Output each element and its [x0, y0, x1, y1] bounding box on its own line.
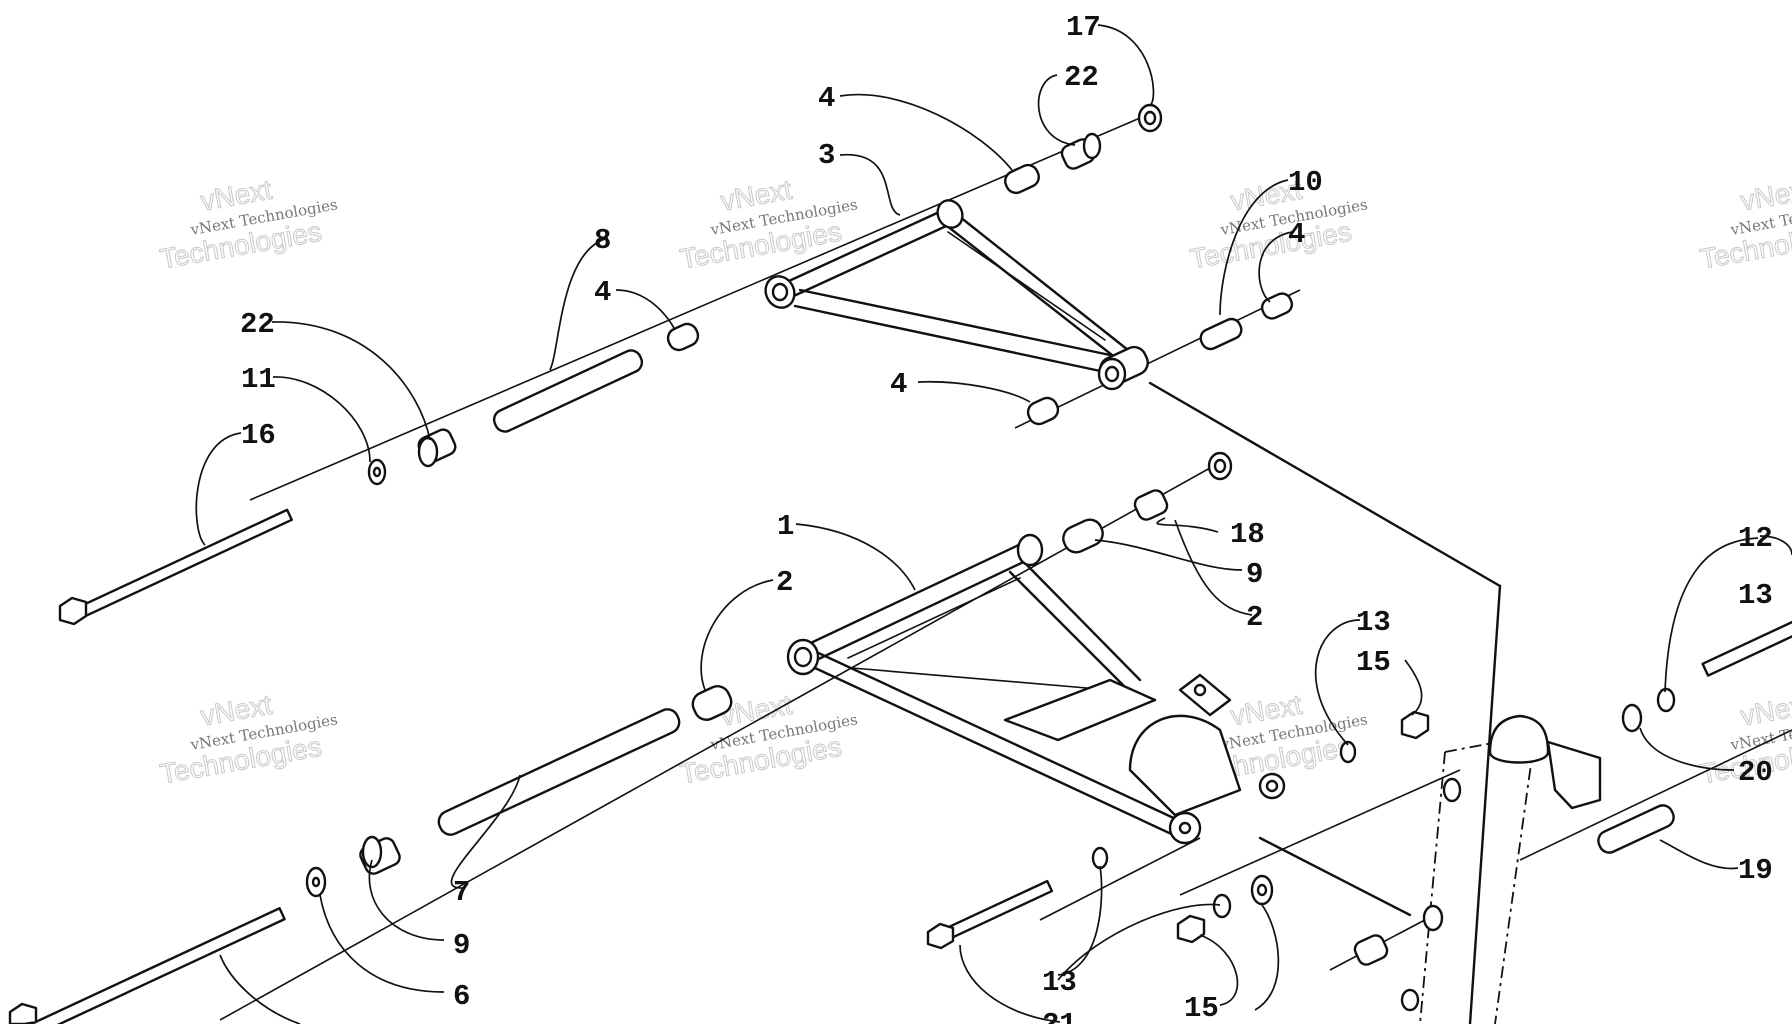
callout-15-mid: 15 [1356, 646, 1391, 679]
callout-labels: 17 22 4 3 10 4 8 4 4 22 11 16 1 2 18 9 2… [240, 11, 1773, 1024]
upper-right-axis [1014, 289, 1301, 429]
bolt-16-head [58, 596, 88, 626]
callout-3: 3 [818, 139, 835, 172]
callout-6: 6 [453, 980, 470, 1013]
lockwasher-13-lower [1091, 846, 1109, 870]
bushing-4-left [666, 322, 700, 352]
lower-right-axis [1179, 769, 1461, 896]
shock-line-b [1468, 584, 1502, 1024]
callout-10: 10 [1288, 166, 1323, 199]
callout-11: 11 [241, 363, 276, 396]
bolt-16-shank [77, 508, 293, 619]
callout-8: 8 [594, 224, 611, 257]
watermark-1: vNext vNext Technologies Technologies [157, 173, 339, 275]
lower-hardware [8, 451, 1430, 1024]
callout-7: 7 [453, 876, 470, 909]
callout-9-left: 9 [453, 929, 470, 962]
nut-15-right [1400, 710, 1430, 740]
callout-16: 16 [241, 419, 276, 452]
callout-15-lower: 15 [1184, 992, 1219, 1024]
callout-9-right: 9 [1246, 558, 1263, 591]
spindle-axis [1519, 729, 1792, 861]
watermark-text: vNext [1738, 174, 1792, 217]
callout-17: 17 [1066, 11, 1101, 44]
lower-a-arm [786, 533, 1286, 845]
shock-line-c [1258, 836, 1412, 917]
callout-2-left: 2 [776, 566, 793, 599]
callout-18: 18 [1230, 518, 1265, 551]
bolt-long-shank [29, 907, 286, 1024]
assembly-axes [219, 117, 1792, 1024]
callout-4-left: 4 [594, 276, 611, 309]
nut-15-lower [1176, 914, 1206, 944]
stud-12 [1701, 616, 1792, 677]
watermark-2: vNext vNext Technologies Technologies [677, 173, 859, 275]
callout-13-mid: 13 [1356, 606, 1391, 639]
callout-4-lower: 4 [890, 368, 907, 401]
callout-21: 21 [1042, 1008, 1077, 1024]
watermark-5: vNext vNext Technologies Technologies [157, 688, 339, 790]
callout-13-right: 13 [1738, 579, 1773, 612]
bushing-4-upper-a [1004, 163, 1040, 195]
bolt-21-head [926, 922, 955, 950]
watermark-3: vNext vNext Technologies Technologies [1187, 173, 1369, 275]
leader-lines [195, 24, 1792, 1024]
callout-19: 19 [1738, 854, 1773, 887]
lower-bolt-axis [1039, 837, 1201, 921]
washer-flange-9-right [1133, 489, 1169, 521]
callout-22-upper: 22 [1064, 61, 1099, 94]
callout-4-right: 4 [1288, 218, 1305, 251]
bolt-21-shank [937, 879, 1054, 943]
washer-13-mid [1212, 893, 1232, 919]
watermark-4: vNext vNext Technologies Technologies [1697, 173, 1792, 275]
sleeve-19 [1597, 804, 1675, 854]
upper-axis [249, 117, 1141, 501]
washer-13-far-right [1656, 687, 1676, 713]
washer-flange-bottom [1353, 934, 1389, 966]
bushing-2-left [691, 685, 733, 721]
watermark-text: vNext [1738, 689, 1792, 732]
bolt-long-head [8, 1002, 38, 1024]
upper-hardware [58, 103, 1294, 626]
bushing-4-lower [1026, 396, 1060, 426]
watermark-group: vNext vNext Technologies Technologies vN… [157, 173, 1792, 790]
callout-12: 12 [1738, 522, 1773, 555]
sleeve-7 [437, 708, 681, 836]
washer-13-right [1339, 740, 1357, 764]
callout-1: 1 [777, 510, 794, 543]
bushing-2-right [1062, 518, 1104, 554]
callout-20: 20 [1738, 756, 1773, 789]
callout-2-right: 2 [1246, 601, 1263, 634]
bushing-4-right [1260, 292, 1294, 320]
callout-4-top: 4 [818, 82, 835, 115]
washer-20 [1621, 703, 1643, 733]
spindle-knuckle [1400, 616, 1792, 1024]
callout-13-lower: 13 [1042, 966, 1077, 999]
upper-a-arm [764, 199, 1149, 391]
bushing-10 [1199, 317, 1243, 351]
sleeve-8 [492, 349, 644, 433]
bottom-right-axis [1329, 911, 1441, 971]
shock-line-a [1148, 381, 1502, 588]
lower-axis [219, 467, 1211, 1021]
callout-22-left: 22 [240, 308, 275, 341]
